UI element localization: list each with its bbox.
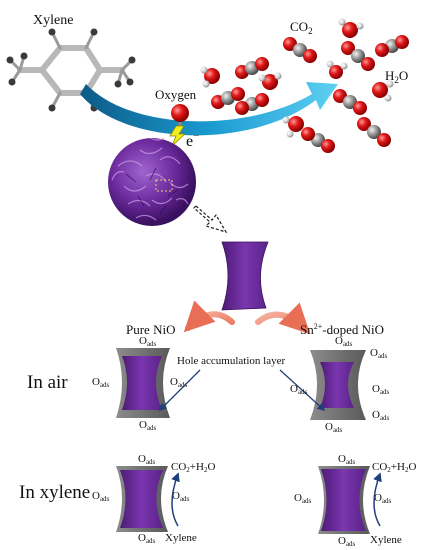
nio-microsphere-icon — [108, 137, 196, 226]
oads-label: Oads — [139, 335, 157, 348]
pure-nio-label: Pure NiO — [126, 322, 175, 337]
oads-label: Oads — [335, 335, 353, 348]
oads-label: Oads — [92, 490, 110, 503]
hole-pointer-right — [279, 369, 326, 412]
oxygen-label: Oxygen — [155, 87, 197, 102]
oads-label: Oads — [325, 421, 343, 434]
xylene-label-doped: Xylene — [370, 534, 402, 546]
xylene-arrow-doped — [373, 472, 382, 527]
oads-label: Oads — [372, 383, 390, 396]
grain-pure-xylene — [116, 466, 168, 532]
grain-doped-air — [310, 350, 366, 420]
oads-label: Oads — [92, 376, 110, 389]
oads-label: Oads — [372, 409, 390, 422]
grain-pure-air — [116, 348, 170, 418]
product-label-pure: CO2+H2O — [171, 461, 215, 474]
oads-label: Oads — [138, 532, 156, 545]
oads-label: Oads — [172, 490, 190, 503]
oads-label: Oads — [338, 535, 356, 548]
electron-lightning-icon — [169, 125, 187, 147]
oads-label: Oads — [138, 453, 156, 466]
oads-label: Oads — [170, 376, 188, 389]
in-xylene-label: In xylene — [19, 482, 90, 503]
xylene-molecule-icon — [6, 28, 136, 112]
grain-doped-xylene — [318, 466, 370, 534]
oads-label: Oads — [338, 453, 356, 466]
hole-pointer-left — [158, 369, 201, 412]
branch-arrow-left — [183, 300, 235, 333]
oads-label: Oads — [290, 383, 308, 396]
in-air-label: In air — [27, 372, 68, 393]
reaction-arrow — [80, 82, 338, 136]
product-label-doped: CO2+H2O — [372, 461, 416, 474]
xylene-arrow-pure — [171, 472, 180, 527]
zoom-arrow — [193, 205, 228, 234]
electron-label: e− — [186, 130, 199, 150]
nanosheet-zoom-icon — [221, 241, 269, 311]
hole-layer-label: Hole accumulation layer — [177, 355, 285, 367]
oads-label: Oads — [139, 419, 157, 432]
products-molecules-icon — [200, 18, 409, 153]
xylene-label-pure: Xylene — [165, 532, 197, 544]
oads-label: Oads — [294, 492, 312, 505]
oads-label: Oads — [370, 347, 388, 360]
co2-label: CO2 — [290, 19, 313, 36]
doped-nio-label: Sn2+-doped NiO — [300, 322, 384, 337]
branch-arrow-right — [255, 302, 311, 335]
h2o-label: H2O — [385, 68, 408, 85]
oads-label: Oads — [374, 492, 392, 505]
xylene-label: Xylene — [33, 13, 73, 28]
